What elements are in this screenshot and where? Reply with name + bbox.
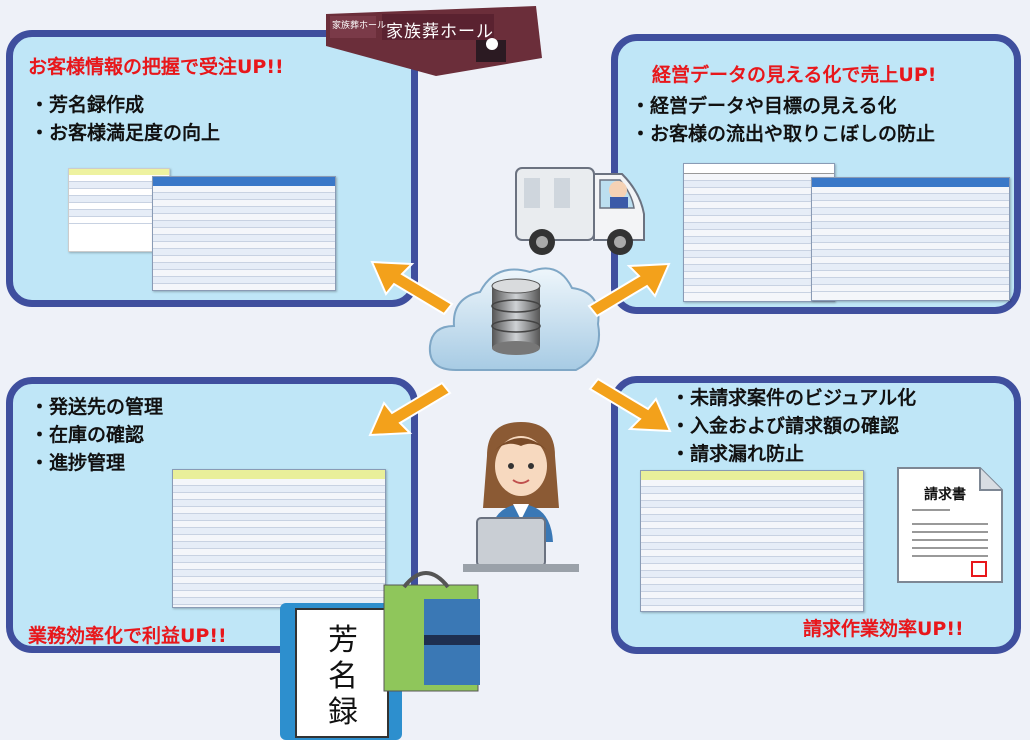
bullet-item: お客様満足度の向上: [30, 119, 220, 147]
cloud-database: [426, 252, 604, 384]
panel-billing-bullets: 未請求案件のビジュアル化 入金および請求額の確認 請求漏れ防止: [671, 384, 916, 468]
funeral-hall-image: 家族葬ホール 家族葬ホール: [326, 6, 544, 76]
guestbook-image: 芳 名 録: [276, 565, 490, 740]
bullet-item: 入金および請求額の確認: [671, 412, 916, 440]
target-report-screenshot: [811, 177, 1010, 301]
delivery-van-image: [514, 152, 648, 260]
guestbook-char: 録: [328, 695, 358, 730]
panel-customer-info-title: お客様情報の把握で受注UP!!: [28, 56, 284, 78]
woman-with-laptop-image: [463, 416, 579, 576]
guestbook-char: 名: [328, 659, 358, 694]
panel-customer-info-bullets: 芳名録作成 お客様満足度の向上: [30, 91, 220, 147]
arrow-to-operations: [366, 379, 456, 439]
bullet-item: お客様の流出や取りこぼしの防止: [631, 120, 935, 148]
sales-report-screenshot: [683, 163, 835, 302]
arrow-to-billing: [584, 375, 674, 435]
bullet-item: 発送先の管理: [30, 393, 163, 421]
hall-sign-large: 家族葬ホール: [386, 22, 494, 42]
panel-management-data-title: 経営データの見える化で売上UP!: [652, 64, 937, 86]
invoice-label: 請求書: [924, 487, 966, 503]
customer-form-screenshot: [152, 176, 336, 291]
bullet-item: 芳名録作成: [30, 91, 220, 119]
panel-operations-bullets: 発送先の管理 在庫の確認 進捗管理: [30, 393, 163, 477]
arrow-to-customer-info: [368, 258, 458, 318]
bullet-item: 請求漏れ防止: [671, 440, 916, 468]
panel-billing-title: 請求作業効率UP!!: [803, 618, 964, 640]
arrow-to-management-data: [583, 260, 673, 320]
bullet-item: 進捗管理: [30, 449, 163, 477]
bullet-item: 在庫の確認: [30, 421, 163, 449]
panel-management-data-bullets: 経営データや目標の見える化 お客様の流出や取りこぼしの防止: [631, 92, 935, 148]
shipping-list-screenshot: [172, 469, 386, 608]
guestbook-char: 芳: [328, 623, 358, 658]
billing-list-screenshot: [640, 470, 864, 612]
hall-sign-small: 家族葬ホール: [332, 21, 387, 31]
panel-operations-title: 業務効率化で利益UP!!: [28, 625, 227, 647]
invoice-document: 請求書: [880, 466, 1008, 586]
bullet-item: 経営データや目標の見える化: [631, 92, 935, 120]
bullet-item: 未請求案件のビジュアル化: [671, 384, 916, 412]
